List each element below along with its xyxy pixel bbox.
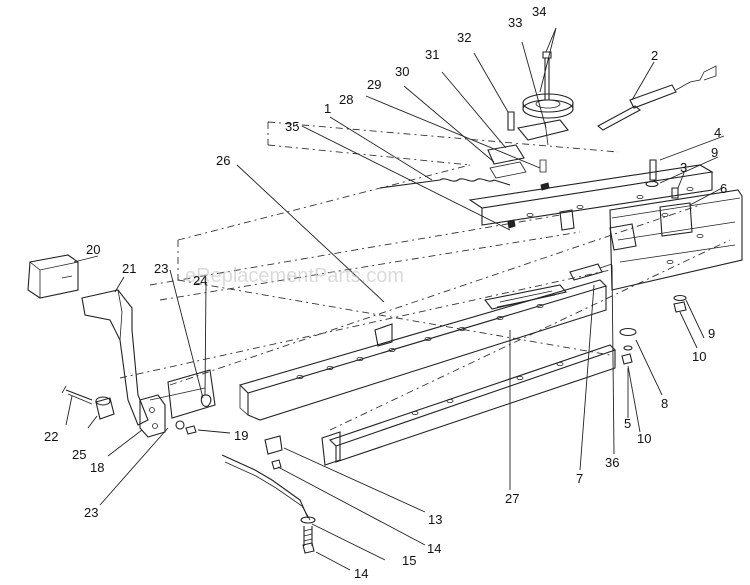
rod-bracket [264, 435, 283, 455]
bracket-6 [659, 202, 693, 237]
brake-rod [221, 454, 309, 519]
plate-30 [487, 144, 525, 165]
washer-19 [175, 420, 185, 430]
pedal-assembly [27, 254, 212, 438]
callout-8: 8 [661, 396, 668, 411]
callout-30: 30 [395, 64, 409, 79]
callout-33: 33 [508, 15, 522, 30]
callout-numbers: 1 2 3 4 5 6 7 8 9 9 10 10 13 14 14 15 18… [44, 4, 727, 581]
callout-27: 27 [505, 491, 519, 506]
callout-4: 4 [714, 125, 721, 140]
callout-1: 1 [324, 101, 331, 116]
callout-18: 18 [90, 460, 104, 475]
nut-10 [673, 301, 687, 313]
callout-26: 26 [216, 153, 230, 168]
watermark: eReplacementParts.com [185, 265, 404, 287]
callout-3: 3 [680, 160, 687, 175]
spacer-31 [507, 111, 515, 131]
callout-9-upper: 9 [711, 145, 718, 160]
bolt-22 [65, 389, 93, 401]
callout-10-right: 10 [692, 349, 706, 364]
pedal-arm [81, 289, 149, 426]
nut-14-upper [271, 459, 282, 470]
clip-24 [200, 394, 212, 407]
plate-29 [489, 161, 527, 179]
callout-14-lower: 14 [354, 566, 368, 581]
callout-31: 31 [425, 47, 439, 62]
callout-22: 22 [44, 429, 58, 444]
leader-lines [65, 27, 725, 571]
pedal-pad [27, 254, 79, 299]
callout-32: 32 [457, 30, 471, 45]
shaft-36 [559, 209, 575, 231]
callout-29: 29 [367, 77, 381, 92]
idler-bracket-32 [516, 119, 569, 141]
spacer-bushing [95, 397, 115, 420]
callout-5: 5 [624, 416, 631, 431]
callout-23-lower: 23 [84, 505, 98, 520]
nut-14-lower [302, 542, 315, 554]
callout-9-lower: 9 [708, 326, 715, 341]
callout-7: 7 [576, 471, 583, 486]
callout-35: 35 [285, 119, 299, 134]
callout-13: 13 [428, 512, 442, 527]
bolt-28 [539, 159, 547, 173]
spring-1 [439, 178, 495, 182]
nut-10-lower [621, 353, 633, 365]
callout-25: 25 [72, 447, 86, 462]
bolt-34 [542, 51, 552, 100]
washer-9-lower [673, 294, 687, 302]
callout-20: 20 [86, 242, 100, 257]
callout-28: 28 [339, 92, 353, 107]
washer-9-upper [645, 180, 659, 188]
nut-19 [185, 425, 197, 435]
callout-10-lower: 10 [637, 431, 651, 446]
frame-assembly [119, 121, 743, 466]
washer-15 [300, 516, 316, 524]
idler-assembly [379, 51, 717, 365]
washer-8 [619, 327, 637, 337]
callout-36: 36 [605, 455, 619, 470]
callout-34: 34 [532, 4, 546, 19]
cable-2 [597, 105, 641, 131]
callout-19: 19 [234, 428, 248, 443]
pedal-bracket [139, 394, 166, 438]
bolt-4 [649, 159, 657, 181]
callout-21: 21 [122, 261, 136, 276]
callout-6: 6 [720, 181, 727, 196]
callout-15: 15 [402, 553, 416, 568]
callout-14-upper: 14 [427, 541, 441, 556]
callout-2: 2 [651, 48, 658, 63]
callout-24: 24 [193, 273, 207, 288]
callout-23-upper: 23 [154, 261, 168, 276]
brake-rod-assembly [221, 435, 316, 554]
bolt-3 [671, 187, 679, 199]
washer-5 [623, 345, 633, 351]
rod-35 [379, 179, 511, 189]
